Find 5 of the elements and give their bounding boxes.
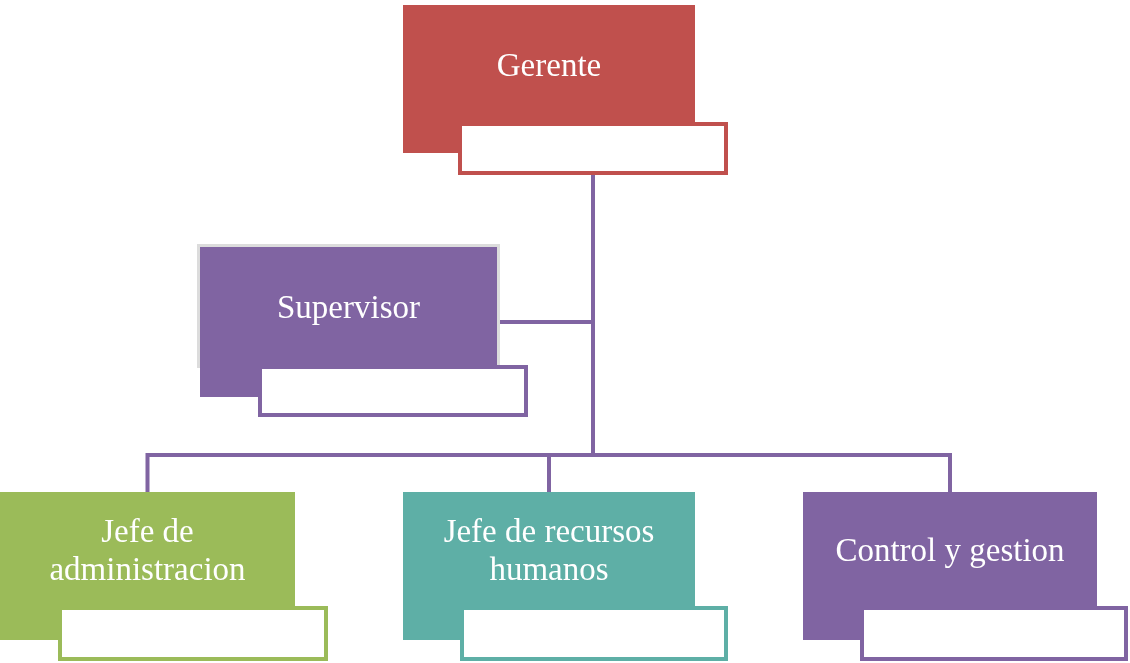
position-title: Gerente [496, 46, 602, 85]
position-title: Control y gestion [835, 532, 1065, 570]
position-title: Jefe de recursos humanos [442, 513, 656, 589]
position-title: Jefe de administracion [48, 513, 247, 589]
position-title: Supervisor [277, 289, 420, 327]
